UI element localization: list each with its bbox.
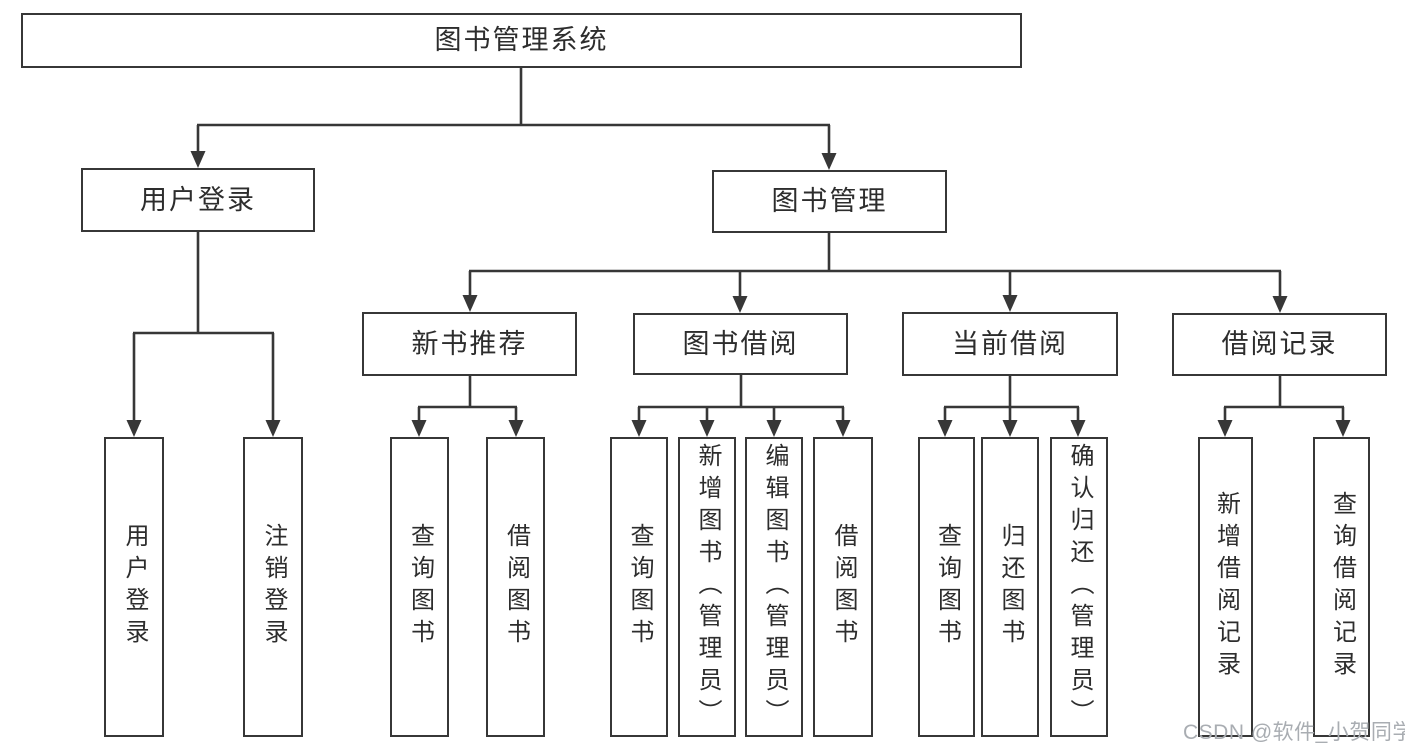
node-label: 新增借阅记录 xyxy=(1212,491,1240,683)
node-new-book-recommendation: 新书推荐 xyxy=(362,312,577,376)
leaf-query-books-current: 查询图书 xyxy=(918,437,975,737)
arrowhead-icon xyxy=(1002,420,1018,437)
arrowhead-icon xyxy=(1217,420,1233,437)
watermark: CSDN @软件_小贺同学 xyxy=(1183,721,1405,744)
node-label: 新增图书（管理员） xyxy=(694,443,721,731)
arrowhead-icon xyxy=(1070,420,1086,437)
node-label: 新书推荐 xyxy=(411,328,528,359)
node-label: 图书管理系统 xyxy=(434,25,609,55)
node-label: 当前借阅 xyxy=(952,328,1068,359)
leaf-user-login: 用户登录 xyxy=(104,437,164,737)
arrowhead-icon xyxy=(462,295,478,312)
node-label: 图书管理 xyxy=(771,186,888,216)
arrowhead-icon xyxy=(631,420,647,437)
node-label: 确认归还（管理员） xyxy=(1066,443,1093,731)
node-label: 查询图书 xyxy=(933,523,961,651)
leaf-logout: 注销登录 xyxy=(243,437,303,737)
arrowhead-icon xyxy=(937,420,953,437)
node-label: 用户登录 xyxy=(121,523,148,651)
node-user-login: 用户登录 xyxy=(81,168,315,232)
arrowhead-icon xyxy=(265,420,281,437)
node-label: 借阅记录 xyxy=(1221,329,1338,359)
arrowhead-icon xyxy=(766,420,782,437)
leaf-return-books: 归还图书 xyxy=(981,437,1039,737)
arrowhead-icon xyxy=(821,153,837,170)
node-current-borrowing: 当前借阅 xyxy=(902,312,1118,376)
leaf-borrow-books-recommend: 借阅图书 xyxy=(486,437,545,737)
node-label: 编辑图书（管理员） xyxy=(761,443,788,731)
leaf-borrow-books: 借阅图书 xyxy=(813,437,873,737)
arrowhead-icon xyxy=(699,420,715,437)
node-label: 查询图书 xyxy=(626,523,653,651)
node-borrowing-records: 借阅记录 xyxy=(1172,313,1387,376)
node-book-management: 图书管理 xyxy=(712,170,947,233)
node-label: 用户登录 xyxy=(140,184,256,215)
leaf-edit-books-admin: 编辑图书（管理员） xyxy=(745,437,803,737)
node-label: 注销登录 xyxy=(260,523,287,651)
arrowhead-icon xyxy=(835,420,851,437)
leaf-query-books-borrow: 查询图书 xyxy=(610,437,668,737)
arrowhead-icon xyxy=(1335,420,1351,437)
node-label: 归还图书 xyxy=(997,523,1024,651)
arrowhead-icon xyxy=(411,420,427,437)
leaf-query-borrow-record: 查询借阅记录 xyxy=(1313,437,1370,737)
node-book-borrowing: 图书借阅 xyxy=(633,313,848,375)
node-label: 查询借阅记录 xyxy=(1328,491,1356,683)
leaf-query-books-recommend: 查询图书 xyxy=(390,437,449,737)
arrowhead-icon xyxy=(508,420,524,437)
arrowhead-icon xyxy=(1272,296,1288,313)
leaf-add-borrow-record: 新增借阅记录 xyxy=(1198,437,1253,737)
arrowhead-icon xyxy=(1002,295,1018,312)
arrowhead-icon xyxy=(732,296,748,313)
node-library-management-system: 图书管理系统 xyxy=(21,13,1022,68)
node-label: 图书借阅 xyxy=(682,328,799,359)
node-label: 查询图书 xyxy=(406,523,434,651)
arrowhead-icon xyxy=(190,151,206,168)
node-label: 借阅图书 xyxy=(830,523,857,651)
leaf-add-books-admin: 新增图书（管理员） xyxy=(678,437,736,737)
node-label: 借阅图书 xyxy=(502,523,530,651)
arrowhead-icon xyxy=(126,420,142,437)
leaf-confirm-return-admin: 确认归还（管理员） xyxy=(1050,437,1108,737)
